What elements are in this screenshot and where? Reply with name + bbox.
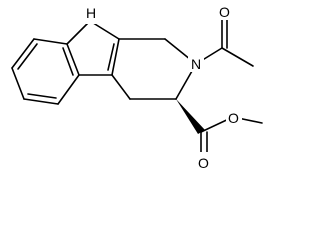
atom-label-n: N xyxy=(191,56,201,72)
benzene-ring xyxy=(11,38,80,105)
molecule-diagram: H N O O O xyxy=(11,2,263,171)
atom-o-ester: O xyxy=(226,108,242,126)
atom-label-o-carbonyl: O xyxy=(198,155,209,171)
atom-label-o-acetyl: O xyxy=(219,4,230,20)
piperidine-ring xyxy=(111,38,197,100)
atom-nh: H xyxy=(82,4,100,24)
ester-group xyxy=(176,99,263,159)
acetyl-group xyxy=(195,15,254,67)
atom-o-acetyl: O xyxy=(217,2,233,20)
atom-n-ring: N xyxy=(188,54,204,72)
atom-o-carbonyl: O xyxy=(196,152,212,171)
structure-canvas: H N O O O xyxy=(11,2,263,171)
atom-label-h: H xyxy=(86,5,96,21)
atom-label-o-ester: O xyxy=(228,110,239,126)
pyrrole-ring xyxy=(66,20,120,76)
